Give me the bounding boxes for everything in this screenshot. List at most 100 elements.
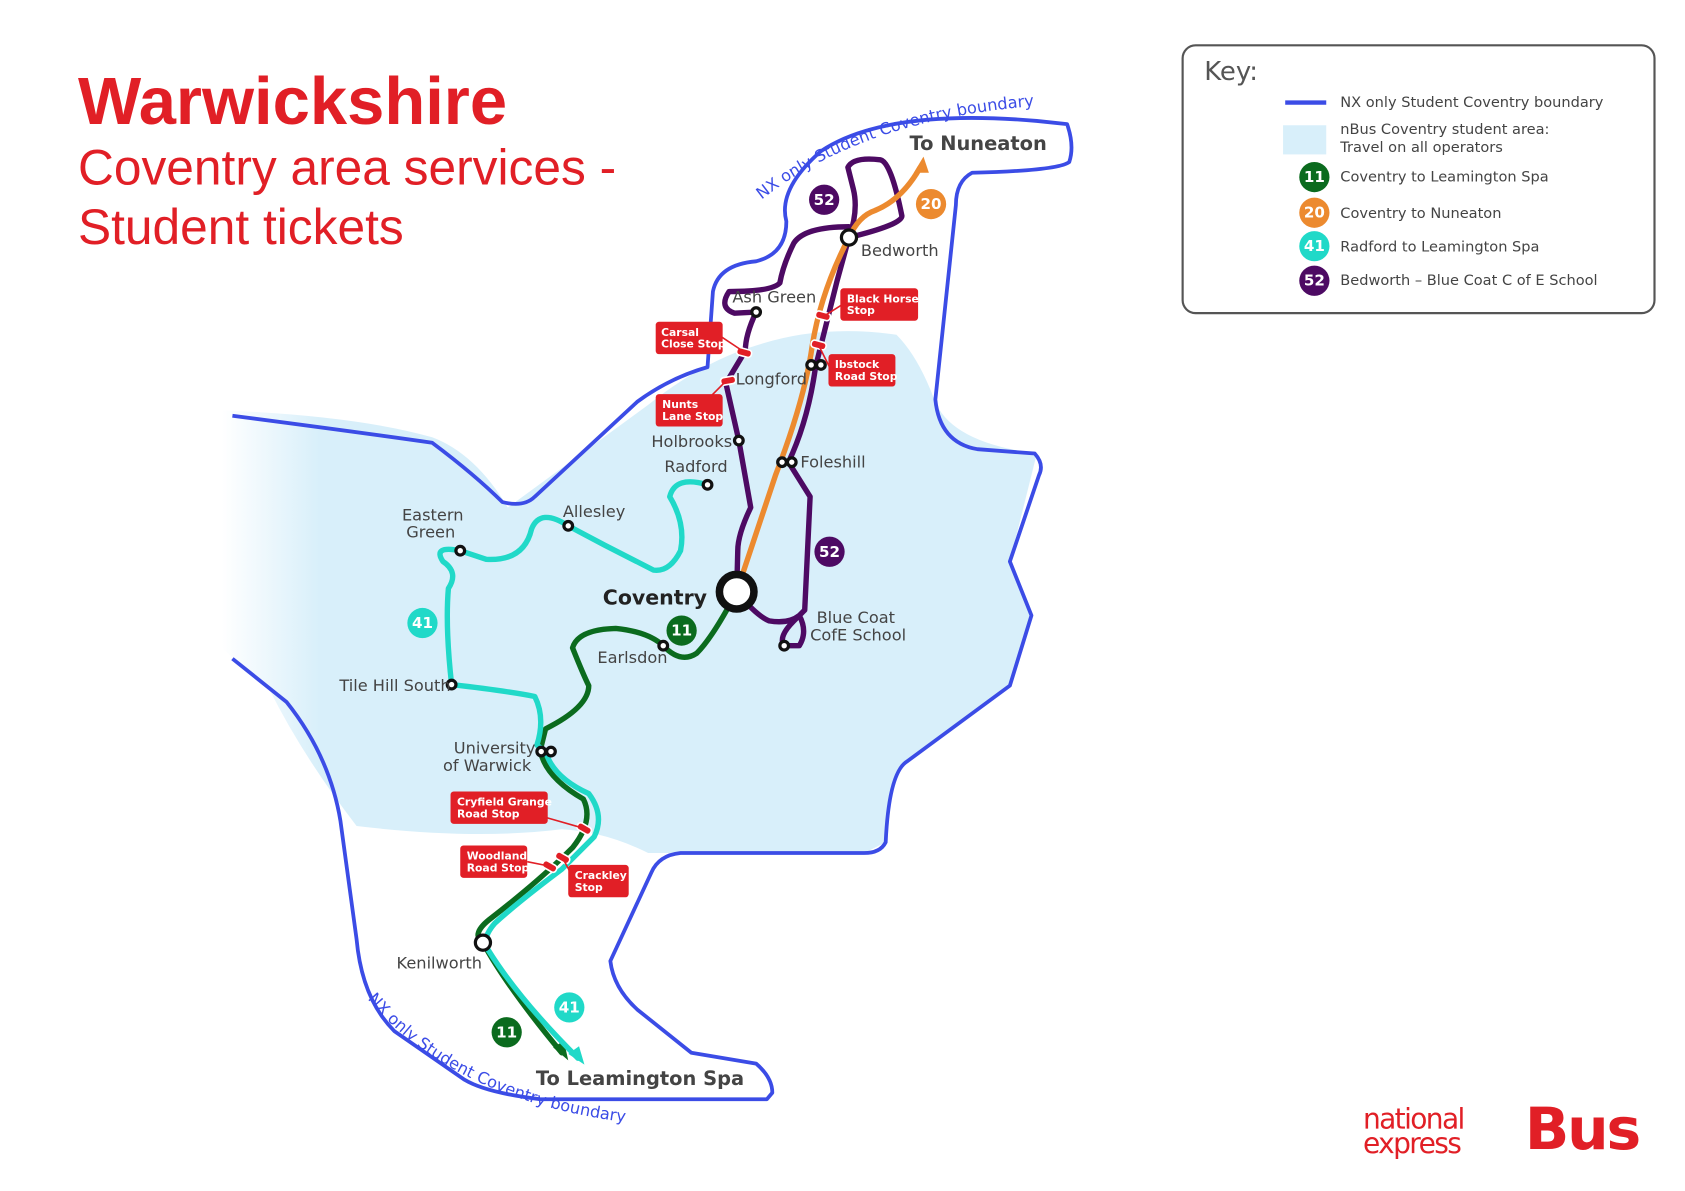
svg-text:52: 52 (814, 191, 835, 209)
svg-text:Road Stop: Road Stop (467, 861, 530, 874)
svg-text:52: 52 (1304, 272, 1325, 290)
stop-foleshill-b[interactable] (785, 456, 798, 469)
svg-text:52: 52 (819, 543, 840, 561)
label-kenilworth: Kenilworth (397, 954, 482, 973)
svg-text:Road Stop: Road Stop (835, 370, 898, 383)
stop-eastern-green[interactable] (454, 544, 467, 557)
svg-text:Stop: Stop (847, 304, 875, 317)
label-radford: Radford (664, 457, 727, 476)
label-foleshill: Foleshill (800, 453, 865, 472)
legend-20-label: Coventry to Nuneaton (1340, 205, 1501, 222)
stop-foleshill-a[interactable] (776, 456, 788, 469)
svg-text:Ibstock: Ibstock (835, 358, 880, 371)
stop-ash-green[interactable] (750, 306, 763, 318)
svg-text:20: 20 (1304, 204, 1325, 222)
svg-text:41: 41 (559, 998, 580, 1016)
legend: Key: NX only Student Coventry boundary n… (1181, 44, 1656, 315)
stop-uow-a[interactable] (535, 745, 548, 758)
legend-area-swatch (1283, 125, 1327, 155)
svg-text:11: 11 (671, 622, 692, 640)
route-badge-41-south: 41 (554, 992, 585, 1023)
svg-text:Stop: Stop (575, 881, 603, 894)
route-20-arrow (913, 156, 929, 173)
page-subtitle-1: Coventry area services - (78, 140, 616, 196)
route-badge-52-east: 52 (814, 536, 845, 567)
svg-text:41: 41 (1304, 237, 1325, 255)
svg-text:Black Horse: Black Horse (847, 292, 919, 305)
stop-earlsdon[interactable] (657, 639, 670, 652)
page-subtitle-2: Student tickets (78, 199, 404, 255)
stop-holbrooks[interactable] (732, 434, 745, 447)
stop-coventry[interactable] (715, 570, 758, 613)
stop-leader-lines (527, 303, 843, 873)
nx-boundary-line (231, 116, 1074, 1102)
svg-text:NX only Student Coventry bound: NX only Student Coventry boundary (364, 989, 627, 1126)
svg-text:Carsal: Carsal (661, 326, 699, 339)
logo-express: express (1363, 1127, 1461, 1160)
svg-text:Lane Stop: Lane Stop (662, 410, 723, 423)
stop-allesley[interactable] (562, 519, 575, 532)
label-coventry: Coventry (603, 586, 707, 610)
logo-national: national (1363, 1102, 1464, 1135)
label-eastern-green-2: Green (406, 523, 455, 542)
legend-area-label-2: Travel on all operators (1339, 139, 1503, 156)
stop-bedworth[interactable] (839, 228, 859, 247)
stop-markers (445, 228, 859, 952)
stop-blue-coat[interactable] (778, 639, 791, 652)
label-blue-coat-2: CofE School (810, 625, 906, 644)
route-badge-20: 20 (915, 188, 947, 220)
legend-11-label: Coventry to Leamington Spa (1340, 168, 1548, 185)
label-allesley: Allesley (563, 502, 626, 521)
svg-text:Cryfield Grange: Cryfield Grange (457, 796, 552, 809)
stop-uow-b[interactable] (545, 745, 557, 758)
label-ash-green: Ash Green (732, 287, 816, 306)
page-title: Warwickshire (78, 64, 507, 139)
route-41-line (437, 479, 711, 1061)
destination-leamington: To Leamington Spa (536, 1067, 744, 1090)
national-express-bus-logo: national express Bus (1363, 1095, 1641, 1163)
label-holbrooks: Holbrooks (651, 432, 732, 451)
route-badge-11-north: 11 (666, 615, 697, 646)
svg-text:Close Stop: Close Stop (661, 338, 726, 351)
svg-text:Nunts: Nunts (662, 398, 698, 411)
boundary-label-bottom: NX only Student Coventry boundary (364, 989, 627, 1126)
route-20-line (733, 164, 923, 595)
svg-text:41: 41 (412, 614, 433, 632)
label-uow-2: of Warwick (443, 756, 532, 775)
destination-nuneaton: To Nuneaton (909, 132, 1046, 155)
stop-radford[interactable] (701, 478, 714, 491)
logo-bus: Bus (1525, 1095, 1639, 1163)
legend-area-label-1: nBus Coventry student area: (1340, 121, 1549, 138)
legend-41-label: Radford to Leamington Spa (1340, 239, 1539, 256)
route-badge-41-west: 41 (407, 607, 438, 639)
legend-title: Key: (1204, 57, 1258, 87)
label-tile-hill: Tile Hill South (338, 676, 450, 695)
minor-stop-markers (541, 310, 832, 874)
svg-text:Woodland: Woodland (467, 850, 527, 863)
label-bedworth: Bedworth (861, 241, 939, 260)
label-longford: Longford (736, 369, 807, 388)
svg-text:11: 11 (496, 1023, 517, 1041)
stop-tile-hill[interactable] (445, 678, 458, 691)
stop-longford-b[interactable] (814, 359, 827, 371)
label-earlsdon: Earlsdon (597, 648, 667, 667)
stop-kenilworth[interactable] (473, 933, 493, 952)
route-badge-11-south: 11 (491, 1017, 522, 1048)
route-badge-52-north: 52 (809, 184, 840, 215)
stop-longford-a[interactable] (805, 359, 818, 371)
label-uow-1: University (454, 739, 536, 758)
student-area (221, 331, 1037, 854)
svg-text:Crackley: Crackley (575, 869, 627, 882)
label-eastern-green-1: Eastern (402, 505, 464, 524)
label-blue-coat-1: Blue Coat (817, 608, 895, 627)
legend-52-label: Bedworth – Blue Coat C of E School (1340, 272, 1597, 289)
legend-boundary-label: NX only Student Coventry boundary (1340, 94, 1603, 111)
svg-text:Road Stop: Road Stop (457, 807, 520, 820)
